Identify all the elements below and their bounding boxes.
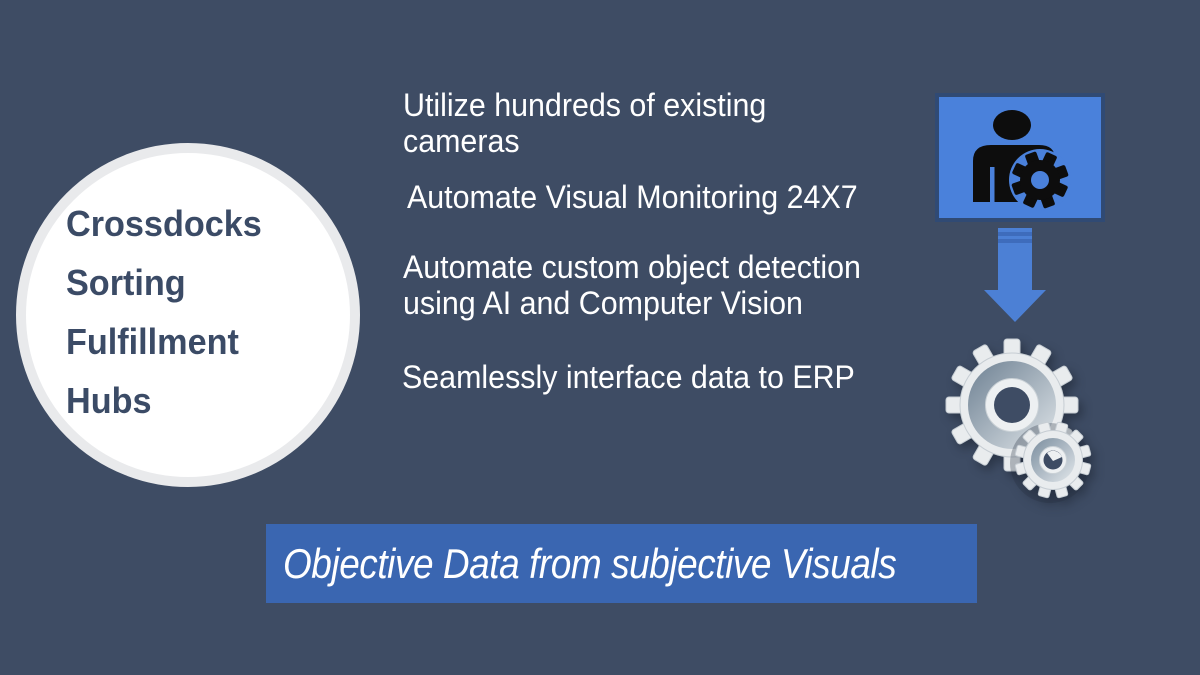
circle-line-fulfillment: Fulfillment	[66, 321, 239, 362]
banner: Objective Data from subjective Visuals	[266, 524, 977, 603]
bullet-line: using AI and Computer Vision	[403, 285, 803, 321]
bullet-line: Automate Visual Monitoring 24X7	[407, 179, 858, 215]
gears-icon	[945, 338, 1092, 503]
circle-line-crossdocks: Crossdocks	[66, 203, 262, 244]
bullet-interface-erp: Seamlessly interface data to ERP	[402, 359, 855, 395]
bullet-line: cameras	[403, 123, 520, 159]
person-with-gear-icon	[973, 110, 1071, 211]
bullet-line: Automate custom object detection	[403, 249, 861, 285]
banner-text: Objective Data from subjective Visuals	[283, 539, 897, 587]
crossdocks-circle: Crossdocks Sorting Fulfillment Hubs	[16, 143, 360, 487]
circle-line-hubs: Hubs	[66, 380, 152, 421]
circle-text-block: Crossdocks Sorting Fulfillment Hubs	[66, 194, 262, 430]
bullet-utilize-cameras: Utilize hundreds of existing cameras	[403, 87, 766, 159]
down-arrow-icon	[984, 228, 1046, 322]
bullet-line: Utilize hundreds of existing	[403, 87, 767, 123]
bullet-automate-monitoring: Automate Visual Monitoring 24X7	[407, 179, 858, 215]
bullet-object-detection: Automate custom object detection using A…	[403, 249, 861, 321]
bullet-line: Seamlessly interface data to ERP	[402, 359, 855, 395]
circle-line-sorting: Sorting	[66, 262, 186, 303]
person-gear-box	[935, 93, 1105, 222]
